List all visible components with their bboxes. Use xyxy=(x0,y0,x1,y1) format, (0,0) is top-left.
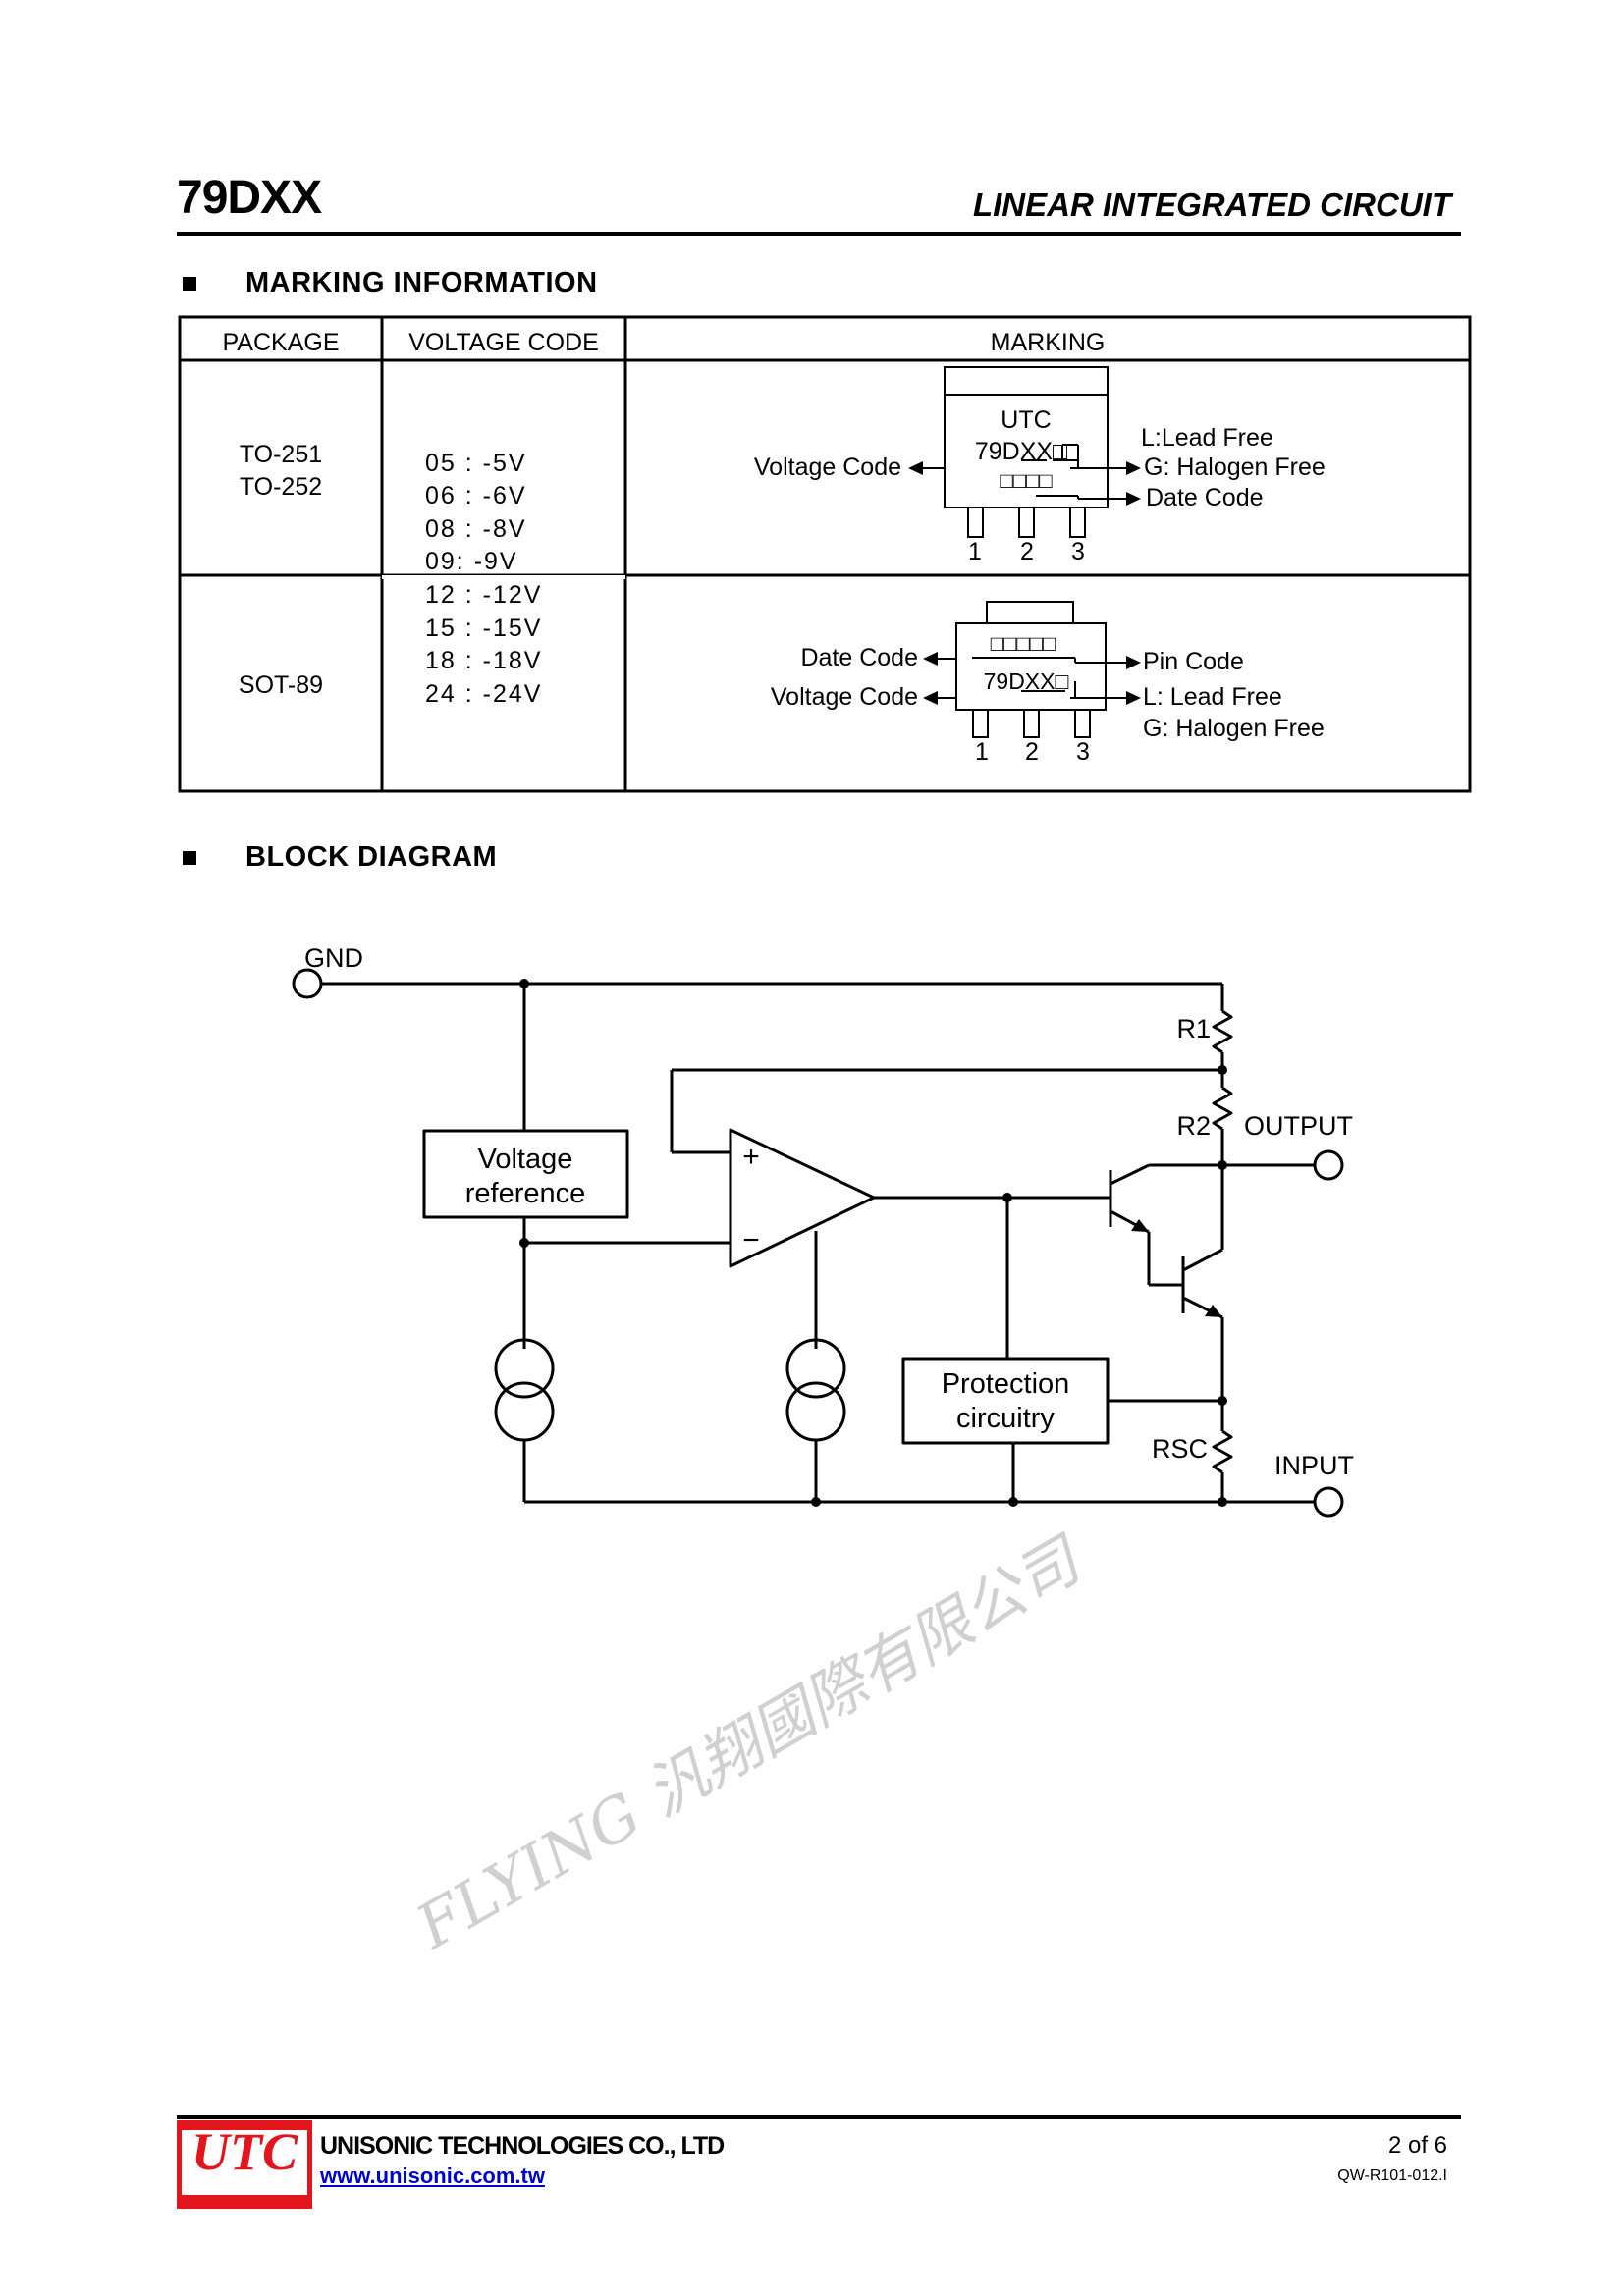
marking-pin-code-label: Pin Code xyxy=(1143,648,1244,675)
r1-label: R1 xyxy=(1176,1014,1211,1043)
document-number: QW-R101-012.I xyxy=(1337,2167,1447,2184)
to252-package-drawing: UTC 79DXX□ □□□□ Voltage Code L:Lead Free… xyxy=(754,366,1326,565)
input-terminal xyxy=(1313,1486,1344,1518)
input-label: INPUT xyxy=(1274,1451,1354,1480)
voltage-code-item: 12 : -12V xyxy=(425,581,542,609)
voltage-code-item: 09: -9V xyxy=(425,548,518,575)
pin-number: 2 xyxy=(1020,538,1034,565)
marking-brand: UTC xyxy=(1001,406,1051,434)
block-diagram-title: BLOCK DIAGRAM xyxy=(245,841,498,873)
marking-voltage-code-label: Voltage Code xyxy=(771,683,918,711)
company-name: UNISONIC TECHNOLOGIES CO., LTD xyxy=(320,2132,725,2160)
marking-lead-free-label: L:Lead Free xyxy=(1141,424,1273,452)
voltage-code-item: 06 : -6V xyxy=(425,482,527,509)
column-header-marking: MARKING xyxy=(991,329,1106,356)
page-number: 2 of 6 xyxy=(1387,2132,1447,2159)
pin-number: 3 xyxy=(1076,738,1090,766)
pin-number: 3 xyxy=(1071,538,1085,565)
marking-voltage-code-label: Voltage Code xyxy=(754,454,901,481)
marking-pin-boxes: □□□□□ xyxy=(991,631,1056,656)
marking-date-code-label: Date Code xyxy=(800,644,918,671)
header-rule xyxy=(177,232,1461,236)
pin-number: 2 xyxy=(1025,738,1039,766)
pin-number: 1 xyxy=(975,738,989,766)
voltage-reference-label: Voltage xyxy=(478,1144,573,1175)
company-url-link[interactable]: www.unisonic.com.tw xyxy=(320,2163,545,2188)
voltage-reference-label: reference xyxy=(465,1178,586,1209)
block-diagram: GND OUTPUT INPUT R1 R2 RSC Voltage refer… xyxy=(292,943,1354,1518)
section-bullet xyxy=(183,851,196,865)
opamp-plus-sign: + xyxy=(742,1141,760,1173)
voltage-code-item: 08 : -8V xyxy=(425,515,527,543)
output-label: OUTPUT xyxy=(1244,1111,1353,1141)
utc-logo-text: UTC xyxy=(191,2122,298,2181)
column-header-voltage-code: VOLTAGE CODE xyxy=(408,329,599,356)
pin-number: 1 xyxy=(968,538,982,565)
marking-halogen-free-label: G: Halogen Free xyxy=(1144,454,1326,481)
voltage-code-item: 05 : -5V xyxy=(425,450,527,477)
marking-lead-free-label: L: Lead Free xyxy=(1143,683,1282,711)
column-header-package: PACKAGE xyxy=(222,329,339,356)
marking-product-code: 79DXX□ xyxy=(984,668,1069,694)
output-terminal xyxy=(1313,1149,1344,1181)
gnd-label: GND xyxy=(304,943,363,973)
voltage-code-item: 15 : -15V xyxy=(425,614,542,642)
r2-label: R2 xyxy=(1176,1111,1211,1141)
marking-halogen-free-label: G: Halogen Free xyxy=(1143,715,1325,742)
protection-circuitry-label: circuitry xyxy=(956,1403,1055,1434)
protection-circuitry-label: Protection xyxy=(942,1368,1070,1400)
marking-date-boxes: □□□□ xyxy=(1000,468,1052,493)
marking-product-code: 79DXX□ xyxy=(975,438,1068,465)
gnd-terminal xyxy=(292,968,323,999)
marking-section-title: MARKING INFORMATION xyxy=(245,267,598,298)
document-category: LINEAR INTEGRATED CIRCUIT xyxy=(972,187,1451,223)
footer-rule xyxy=(177,2115,1461,2119)
package-to252: TO-252 xyxy=(240,473,322,501)
part-number: 79DXX xyxy=(177,172,322,224)
package-sot89: SOT-89 xyxy=(239,671,323,699)
marking-table: PACKAGE VOLTAGE CODE MARKING TO-251 TO-2… xyxy=(178,315,1472,793)
section-bullet xyxy=(183,277,196,291)
utc-logo: UTC xyxy=(177,2120,312,2209)
voltage-code-item: 24 : -24V xyxy=(425,680,542,708)
opamp-minus-sign: − xyxy=(742,1224,760,1256)
voltage-code-item: 18 : -18V xyxy=(425,647,542,674)
package-to251: TO-251 xyxy=(240,441,322,468)
sot89-package-drawing: □□□□□ 79DXX□ Date Code Voltage Code Pin … xyxy=(771,601,1325,766)
marking-date-code-label: Date Code xyxy=(1146,484,1264,511)
rsc-label: RSC xyxy=(1152,1434,1208,1464)
